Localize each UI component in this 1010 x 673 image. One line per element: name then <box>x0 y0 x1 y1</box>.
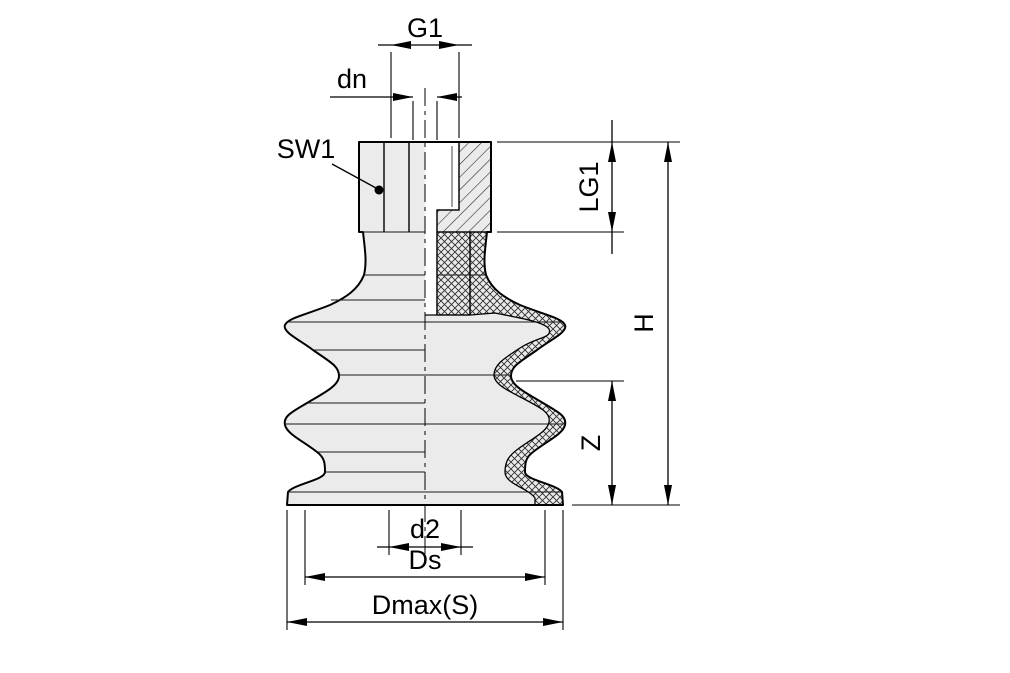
dim-label-ds: Ds <box>409 545 442 575</box>
bellows-wall-section <box>469 231 566 506</box>
dim-label-h: H <box>629 313 659 333</box>
sw1-leader-dot <box>374 185 384 195</box>
dim-label-g1: G1 <box>407 13 443 43</box>
dim-label-sw1: SW1 <box>277 134 336 164</box>
nipple-section-hatch <box>436 231 471 316</box>
dimensions: G1 dn SW1 LG1 H Z d2 Ds Dmax(S) <box>277 13 680 630</box>
thread-bore <box>425 143 459 315</box>
dim-label-d2: d2 <box>410 514 440 544</box>
dimension-arrowheads <box>287 41 672 626</box>
dim-label-lg1: LG1 <box>574 161 604 212</box>
hex-facet-lines <box>383 142 410 232</box>
dim-label-dn: dn <box>337 64 367 94</box>
dim-label-z: Z <box>576 435 606 452</box>
dim-label-dmax: Dmax(S) <box>372 590 479 620</box>
